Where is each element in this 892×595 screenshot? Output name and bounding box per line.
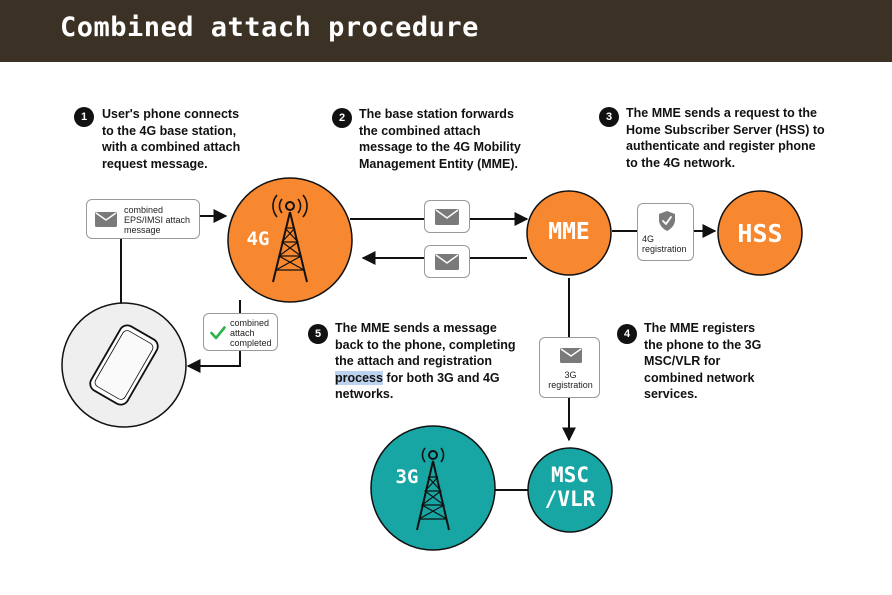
node-label-msc: MSC [551,463,589,487]
shield-check-icon [659,211,675,231]
attach-completed-message-box: combined attach completed [203,313,278,351]
smartphone-icon [89,324,159,406]
phone-node [61,302,187,428]
page-title: Combined attach procedure [60,12,479,43]
node-label-hss: HSS [737,219,783,248]
envelope-icon [560,348,582,363]
cell-tower-icon [272,194,308,283]
step-2-text: The base station forwards the combined a… [359,107,521,171]
step-badge-3: 3 [599,107,619,127]
node-4g [227,177,353,303]
step-4-text: The MME registers the phone to the 3G MS… [644,321,762,401]
node-3g [370,425,496,551]
envelope-icon [435,254,459,270]
step-5-text: The MME sends a message back to the phon… [335,321,516,401]
envelope-icon [95,212,117,227]
checkmark-icon [210,326,226,340]
node-hss [717,190,803,276]
step-badge-4: 4 [617,324,637,344]
step-badge-1: 1 [74,107,94,127]
step-badge-5: 5 [308,324,328,344]
node-label-mme: MME [548,219,590,245]
return-message-box [424,245,470,278]
node-msc-vlr [527,447,613,533]
node-mme [526,190,612,276]
step-3-text: The MME sends a request to the Home Subs… [626,106,825,170]
node-label-vlr: /VLR [544,487,596,511]
header-bar: Combined attach procedure [0,0,892,62]
envelope-icon [435,209,459,225]
registration-3g-box: 3G registration [539,337,600,398]
highlighted-word: process [335,370,383,385]
forward-message-box [424,200,470,233]
step-1-text: User's phone connects to the 4G base sta… [102,107,241,171]
registration-4g-box: 4G registration [637,203,694,261]
attach-request-message-box: combined EPS/IMSI attach message [86,199,200,239]
node-label-3g: 3G [395,466,419,488]
node-label-4g: 4G [246,228,270,250]
step-badge-2: 2 [332,108,352,128]
cell-tower-icon [416,447,450,531]
